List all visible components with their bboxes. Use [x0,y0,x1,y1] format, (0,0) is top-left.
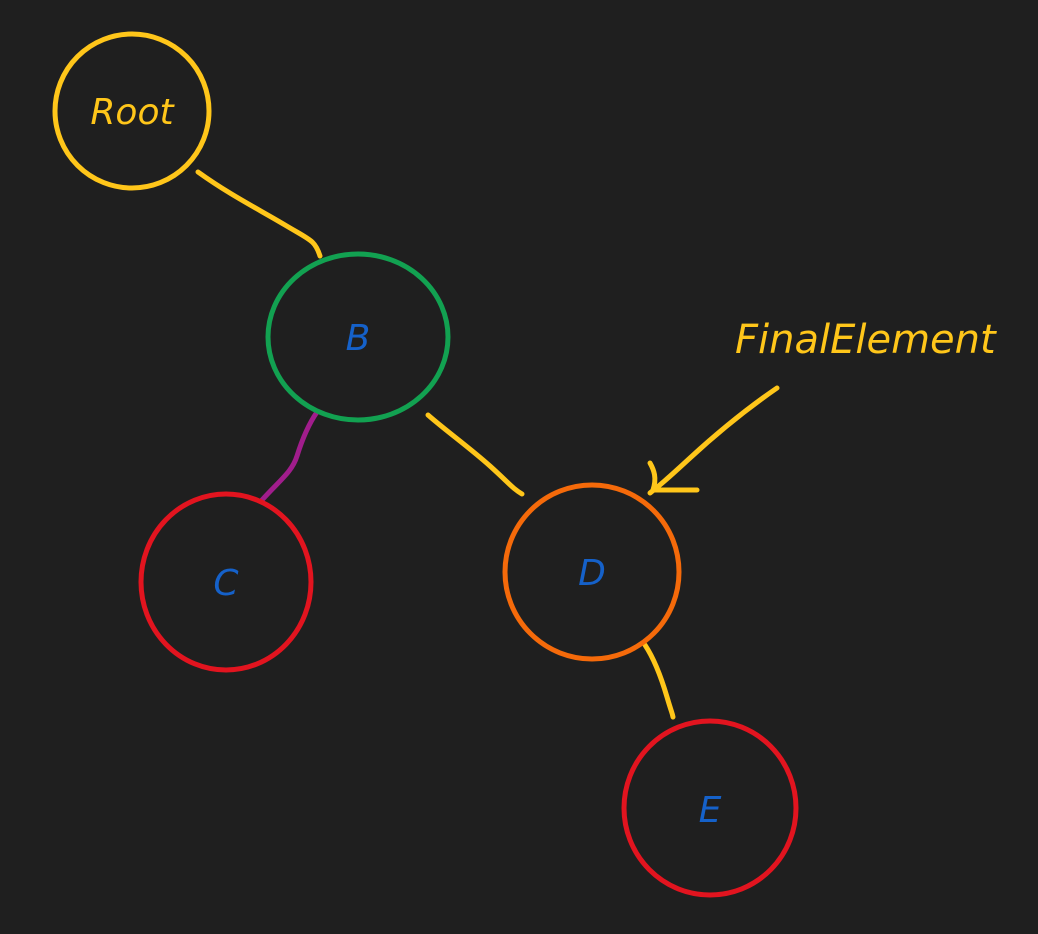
edge-b-c [259,409,320,503]
node-e-label: E [699,790,722,831]
edge-root-b [195,169,323,259]
node-b-label: B [346,318,371,359]
final-element-label: FinalElement [735,317,997,363]
node-c-label: C [213,563,239,604]
node-d-label: D [578,553,606,594]
edge-d-e [642,642,676,720]
node-c: C [138,491,314,673]
node-e: E [621,718,799,898]
edge-b-d [425,412,525,497]
node-b: B [265,251,451,423]
final-element-arrow [647,385,780,496]
final-element-arrowhead [647,460,700,493]
node-root-label: Root [90,92,175,133]
node-d: D [502,482,682,662]
node-root: Root [52,31,212,191]
